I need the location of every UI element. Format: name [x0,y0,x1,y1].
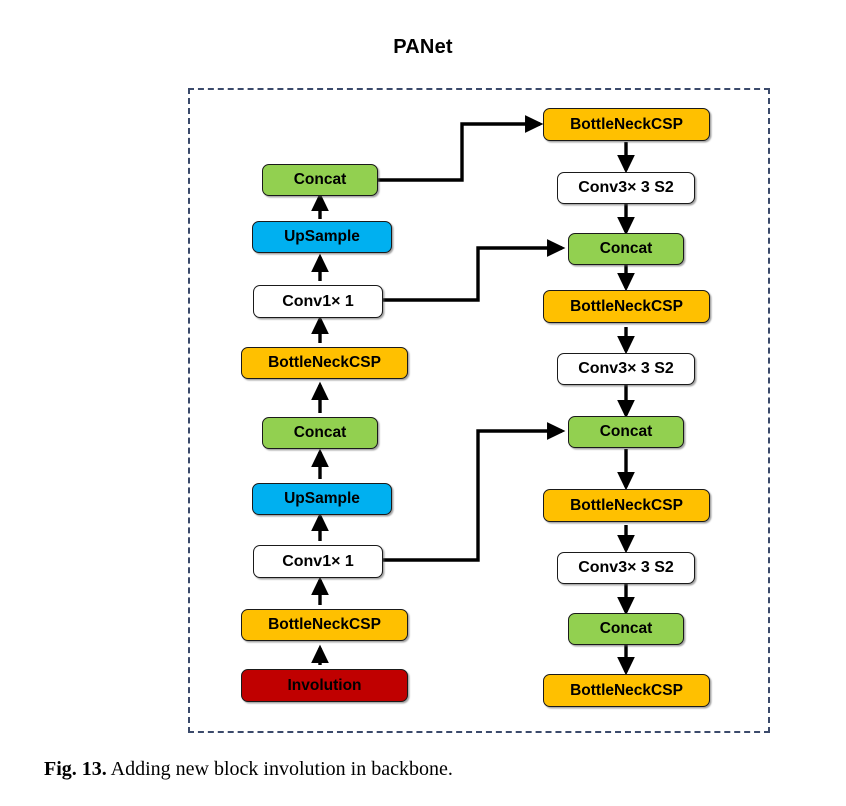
node-bottleneckcsp-right-1[interactable]: BottleNeckCSP [543,108,710,141]
node-upsample-bottom-left[interactable]: UpSample [252,483,392,515]
node-bottleneckcsp-right-4[interactable]: BottleNeckCSP [543,674,710,707]
node-concat-top-left[interactable]: Concat [262,164,378,196]
node-bottleneckcsp-right-2[interactable]: BottleNeckCSP [543,290,710,323]
node-bottleneckcsp-top-left[interactable]: BottleNeckCSP [241,347,408,379]
page-title: PANet [393,36,453,58]
node-concat-right-1[interactable]: Concat [568,233,684,265]
node-concat-right-3[interactable]: Concat [568,613,684,645]
node-concat-mid-left[interactable]: Concat [262,417,378,449]
node-bottleneckcsp-right-3[interactable]: BottleNeckCSP [543,489,710,522]
panet-dashed-container [188,88,770,733]
figure-caption-label: Fig. 13. [44,758,107,780]
node-concat-right-2[interactable]: Concat [568,416,684,448]
figure-caption: Fig. 13. Adding new block involution in … [44,758,453,781]
node-conv1x1-top-left[interactable]: Conv1× 1 [253,285,383,318]
figure-caption-text: Adding new block involution in backbone. [106,758,453,780]
node-conv3x3s2-right-3[interactable]: Conv3× 3 S2 [557,552,695,584]
node-conv3x3s2-right-2[interactable]: Conv3× 3 S2 [557,353,695,385]
node-involution[interactable]: Involution [241,669,408,702]
node-conv3x3s2-right-1[interactable]: Conv3× 3 S2 [557,172,695,204]
node-bottleneckcsp-bottom-left[interactable]: BottleNeckCSP [241,609,408,641]
node-conv1x1-bottom-left[interactable]: Conv1× 1 [253,545,383,578]
node-upsample-top-left[interactable]: UpSample [252,221,392,253]
